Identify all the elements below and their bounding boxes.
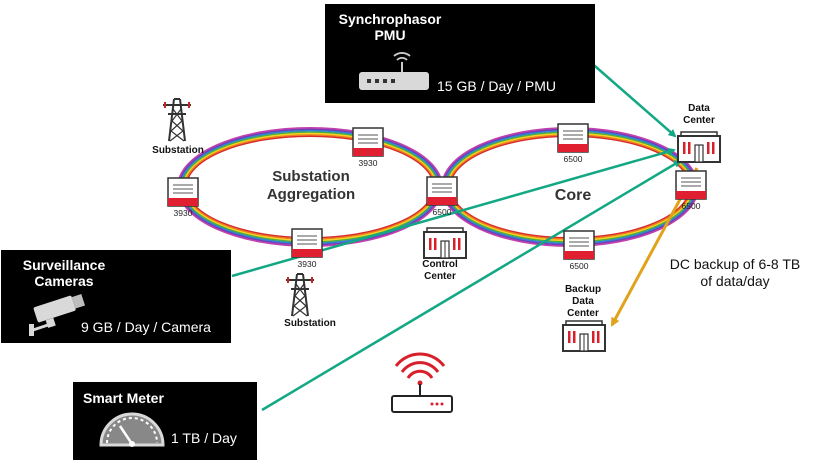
router-model-label: 6500 (564, 154, 583, 164)
backup-data-center-building-icon (562, 320, 606, 352)
aggregation-ring-label: Substation Aggregation (266, 168, 356, 203)
cameras-title: Surveillance Cameras (22, 257, 106, 289)
router-model-label: 6500 (570, 261, 589, 271)
control-center-label: Control Center (422, 259, 458, 282)
router-icon (359, 52, 429, 90)
meter-gauge-icon (99, 412, 165, 447)
meter-rate: 1 TB / Day (171, 430, 237, 446)
pmu-title: Synchrophasor PMU (338, 11, 442, 43)
pmu-source-box: Synchrophasor PMU 15 GB / Day / PMU (325, 4, 595, 103)
control-center-building-icon (423, 227, 467, 259)
router-model-label: 3930 (174, 208, 193, 218)
data-center-label: Data Center (683, 103, 715, 126)
router-node-agg-bottom: 3930 (291, 228, 323, 269)
router-node-agg-top: 3930 (352, 127, 384, 168)
meter-flow-arrow (261, 159, 682, 412)
transmission-tower-icon (285, 273, 315, 317)
camera-icon (29, 294, 86, 336)
meter-title: Smart Meter (83, 390, 164, 406)
meter-source-box: Smart Meter 1 TB / Day (73, 382, 257, 460)
data-center-building-icon (677, 131, 721, 163)
router-model-label: 3930 (298, 259, 317, 269)
cameras-rate: 9 GB / Day / Camera (81, 319, 211, 335)
cameras-source-box: Surveillance Cameras 9 GB / Day / Camera (1, 250, 231, 343)
transmission-tower-icon (162, 98, 192, 142)
router-node-agg-left: 3930 (167, 177, 199, 218)
backup-annotation: DC backup of 6-8 TB of data/day (669, 256, 801, 289)
router-nodes: 3930 3930 3930 6500 6500 6500 6500 (167, 123, 707, 271)
router-node-core-right: 6500 (675, 170, 707, 211)
router-node-junction: 6500 (426, 176, 458, 217)
router-node-core-bottom: 6500 (563, 230, 595, 271)
substation-label: Substation (152, 145, 204, 156)
router-model-label: 6500 (433, 207, 452, 217)
router-model-label: 3930 (359, 158, 378, 168)
pmu-flow-arrow (587, 59, 677, 138)
core-ring-label: Core (554, 187, 592, 204)
router-node-core-top: 6500 (557, 123, 589, 164)
pmu-rate: 15 GB / Day / PMU (437, 78, 557, 94)
router-model-label: 6500 (682, 201, 701, 211)
backup-data-center-label: Backup Data Center (564, 284, 602, 319)
substation-label: Substation (284, 318, 336, 329)
wifi-router-icon (391, 352, 453, 413)
